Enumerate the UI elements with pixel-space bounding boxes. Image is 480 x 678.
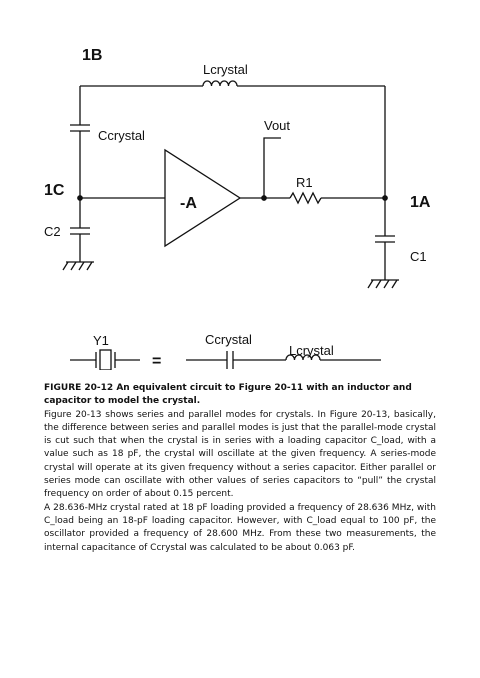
capacitor-c1 xyxy=(375,235,395,280)
ground-icon-c1 xyxy=(367,279,399,289)
label-r1: R1 xyxy=(296,175,313,190)
ground-icon xyxy=(62,261,94,271)
label-amplifier-gain: -A xyxy=(180,195,197,212)
equivalent-series-lc xyxy=(186,351,381,369)
label-vout: Vout xyxy=(264,118,290,133)
amplifier-triangle xyxy=(164,148,242,248)
top-wire xyxy=(80,85,386,236)
label-c2: C2 xyxy=(44,224,61,239)
node-dot-1a xyxy=(382,195,388,201)
label-y1: Y1 xyxy=(93,333,109,348)
capacitor-ccrystal xyxy=(70,86,90,198)
figure-caption: FIGURE 20-12 An equivalent circuit to Fi… xyxy=(44,383,412,407)
label-node-1b: 1B xyxy=(82,47,102,64)
inductor-lcrystal xyxy=(202,80,238,87)
paragraph-2: A 28.636-MHz crystal rated at 18 pF load… xyxy=(44,502,436,553)
label-eq-ccrystal: Ccrystal xyxy=(205,332,252,347)
label-eq-lcrystal: Lcrystal xyxy=(289,343,334,358)
label-ccrystal: Ccrystal xyxy=(98,128,145,143)
resistor-r1 xyxy=(289,191,322,205)
body-text: FIGURE 20-12 An equivalent circuit to Fi… xyxy=(44,382,436,555)
vout-lead xyxy=(263,137,281,198)
label-c1: C1 xyxy=(410,249,427,264)
capacitor-c2 xyxy=(70,198,90,262)
circuit-schematic: 1B Lcrystal Ccrystal Vout 1C -A R1 1A C2… xyxy=(44,47,431,370)
label-node-1c: 1C xyxy=(44,182,65,199)
label-equals: = xyxy=(152,353,161,370)
label-lcrystal: Lcrystal xyxy=(203,62,248,77)
label-node-1a: 1A xyxy=(410,194,431,211)
paragraph-1: Figure 20-13 shows series and parallel m… xyxy=(44,409,436,500)
crystal-y1-symbol xyxy=(70,349,140,370)
